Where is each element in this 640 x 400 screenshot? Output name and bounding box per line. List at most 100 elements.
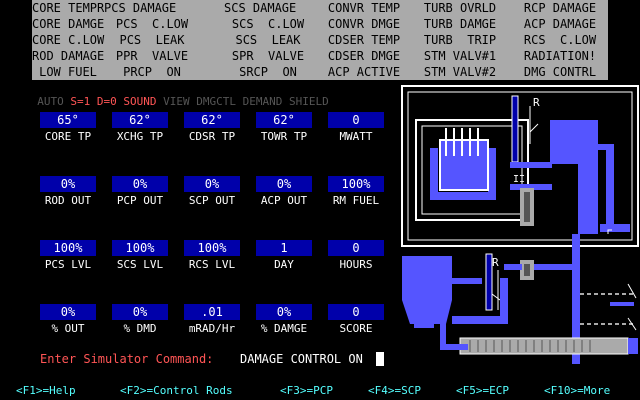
gauge-label: MWATT [339,130,373,143]
scs-level [486,254,492,310]
alarm-stm-valv2: STM VALV#2 [423,65,497,79]
alarm-pcs-damage: PCS DAMAGE [104,1,177,15]
alarm-turb-trip: TURB TRIP [423,33,497,47]
gauge-value: 0% [40,304,96,320]
gauge-label: % DAMGE [260,322,308,335]
gauge-value: 62° [256,112,312,128]
text-cursor [376,352,384,366]
mode-view[interactable]: VIEW [163,95,190,108]
gauge-value: 0% [112,304,168,320]
svg-text:II: II [513,174,525,185]
alarm-cdser-temp: CDSER TEMP [327,33,401,47]
gauge-value: 100% [112,240,168,256]
alarm-acp-active: ACP ACTIVE [327,65,401,79]
steam-generator [550,120,598,234]
gauge-value: .01 [184,304,240,320]
alarm-rcs-clow: RCS C.LOW [523,33,597,47]
gauge-label: DAY [274,258,294,271]
gauge-value: 0 [328,304,384,320]
gauge-label: RCS LVL [188,258,236,271]
gauge-value: 100% [328,176,384,192]
condenser [459,337,629,355]
gauge-label: SCS LVL [116,258,164,271]
fkey-pcp[interactable]: <F3>=PCP [280,384,333,397]
gauge-label: mRAD/Hr [188,322,236,335]
mode-auto[interactable]: AUTO [37,95,64,108]
gauge-label: SCP OUT [188,194,236,207]
primary-coolant [430,148,496,200]
alarm-panel: CORE TEMPR PCS DAMAGE SCS DAMAGE CONVR T… [32,0,608,80]
alarm-ppr-valve: PPR VALVE [115,49,189,63]
containment-inner-frame [407,91,633,241]
alarm-convr-temp: CONVR TEMP [327,1,401,15]
gauge-label: TOWR TP [260,130,308,143]
gauge-label: CDSR TP [188,130,236,143]
gauge-value: 0 [328,240,384,256]
fkey-scp[interactable]: <F4>=SCP [368,384,421,397]
mode-sound[interactable]: SOUND [123,95,157,108]
mode-d[interactable]: D=0 [96,95,117,108]
alarm-pcs-leak: PCS LEAK [119,33,185,47]
fkey-ecp[interactable]: <F5>=ECP [456,384,509,397]
alarm-low-fuel: LOW FUEL [39,65,97,79]
pressurizer-level [512,96,518,162]
fkey-control-rods[interactable]: <F2>=Control Rods [120,384,233,397]
gauge-value: 0 [328,112,384,128]
gauge-label: HOURS [339,258,373,271]
status-menu: AUTO S=1 D=0 SOUND VIEW DMGCTL DEMAND SH… [24,81,329,108]
alarm-dmg-contrl: DMG CONTRL [523,65,597,79]
alarm-stm-valv1: STM VALV#1 [423,49,497,63]
alarm-radiation: RADIATION! [523,49,597,63]
alarm-acp-damage: ACP DAMAGE [523,17,597,31]
alarm-prcp-on: PRCP ON [123,65,181,79]
gauge-label: SCORE [339,322,373,335]
gauge-value: 0% [112,176,168,192]
gauge-value: 62° [112,112,168,128]
mode-s[interactable]: S=1 [70,95,91,108]
mode-demand[interactable]: DEMAND [242,95,283,108]
alarm-rod-damage: ROD DAMAGE [32,49,105,63]
alarm-turb-damge: TURB DAMGE [423,17,497,31]
gauge-label: CORE TP [44,130,92,143]
turbine-shaft [580,293,636,325]
gauge-label: % OUT [51,322,85,335]
command-input[interactable]: DAMAGE CONTROL ON [240,352,363,366]
gauge-value: 100% [40,240,96,256]
fkey-help[interactable]: <F1>=Help [16,384,76,397]
gauge-label: RM FUEL [332,194,380,207]
alarm-pcs-clow: PCS C.LOW [115,17,189,31]
alarm-core-clow: CORE C.LOW [32,33,105,47]
gauge-value: 1 [256,240,312,256]
alarm-convr-dmge: CONVR DMGE [327,17,401,31]
control-rods [445,128,479,156]
containment-frame [401,85,639,247]
alarm-scs-damage: SCS DAMAGE [224,1,297,15]
reactor-schematic: R II R [401,85,639,364]
gauge-value: 0% [256,176,312,192]
command-prompt: Enter Simulator Command: [40,352,214,366]
gauge-value: 65° [40,112,96,128]
gauge-value: 100% [184,240,240,256]
gauge-value: 62° [184,112,240,128]
reactor-core [439,139,489,191]
rod-position-label: R [533,96,540,109]
gauge-label: % DMD [123,322,157,335]
alarm-srcp-on: SRCP ON [239,65,297,79]
reactor-vessel-outline [415,119,529,221]
reactor-vessel-inner [421,125,523,215]
gauge-value: 0% [256,304,312,320]
mode-dmgctl[interactable]: DMGCTL [196,95,236,108]
cooling-tower [402,256,452,300]
mode-shield[interactable]: SHIELD [289,95,329,108]
alarm-core-damge: CORE DAMGE [32,17,105,31]
alarm-cdser-dmge: CDSER DMGE [327,49,401,63]
valve-label: R [492,256,499,269]
gauge-value: 0% [184,176,240,192]
alarm-core-tempr: CORE TEMPR [32,1,105,15]
gauge-label: PCP OUT [116,194,164,207]
fkey-more[interactable]: <F10>=More [544,384,611,397]
alarm-spr-valve: SPR VALVE [231,49,305,63]
gauge-label: PCS LVL [44,258,92,271]
alarm-scs-leak: SCS LEAK [235,33,301,47]
gauge-label: ACP OUT [260,194,308,207]
